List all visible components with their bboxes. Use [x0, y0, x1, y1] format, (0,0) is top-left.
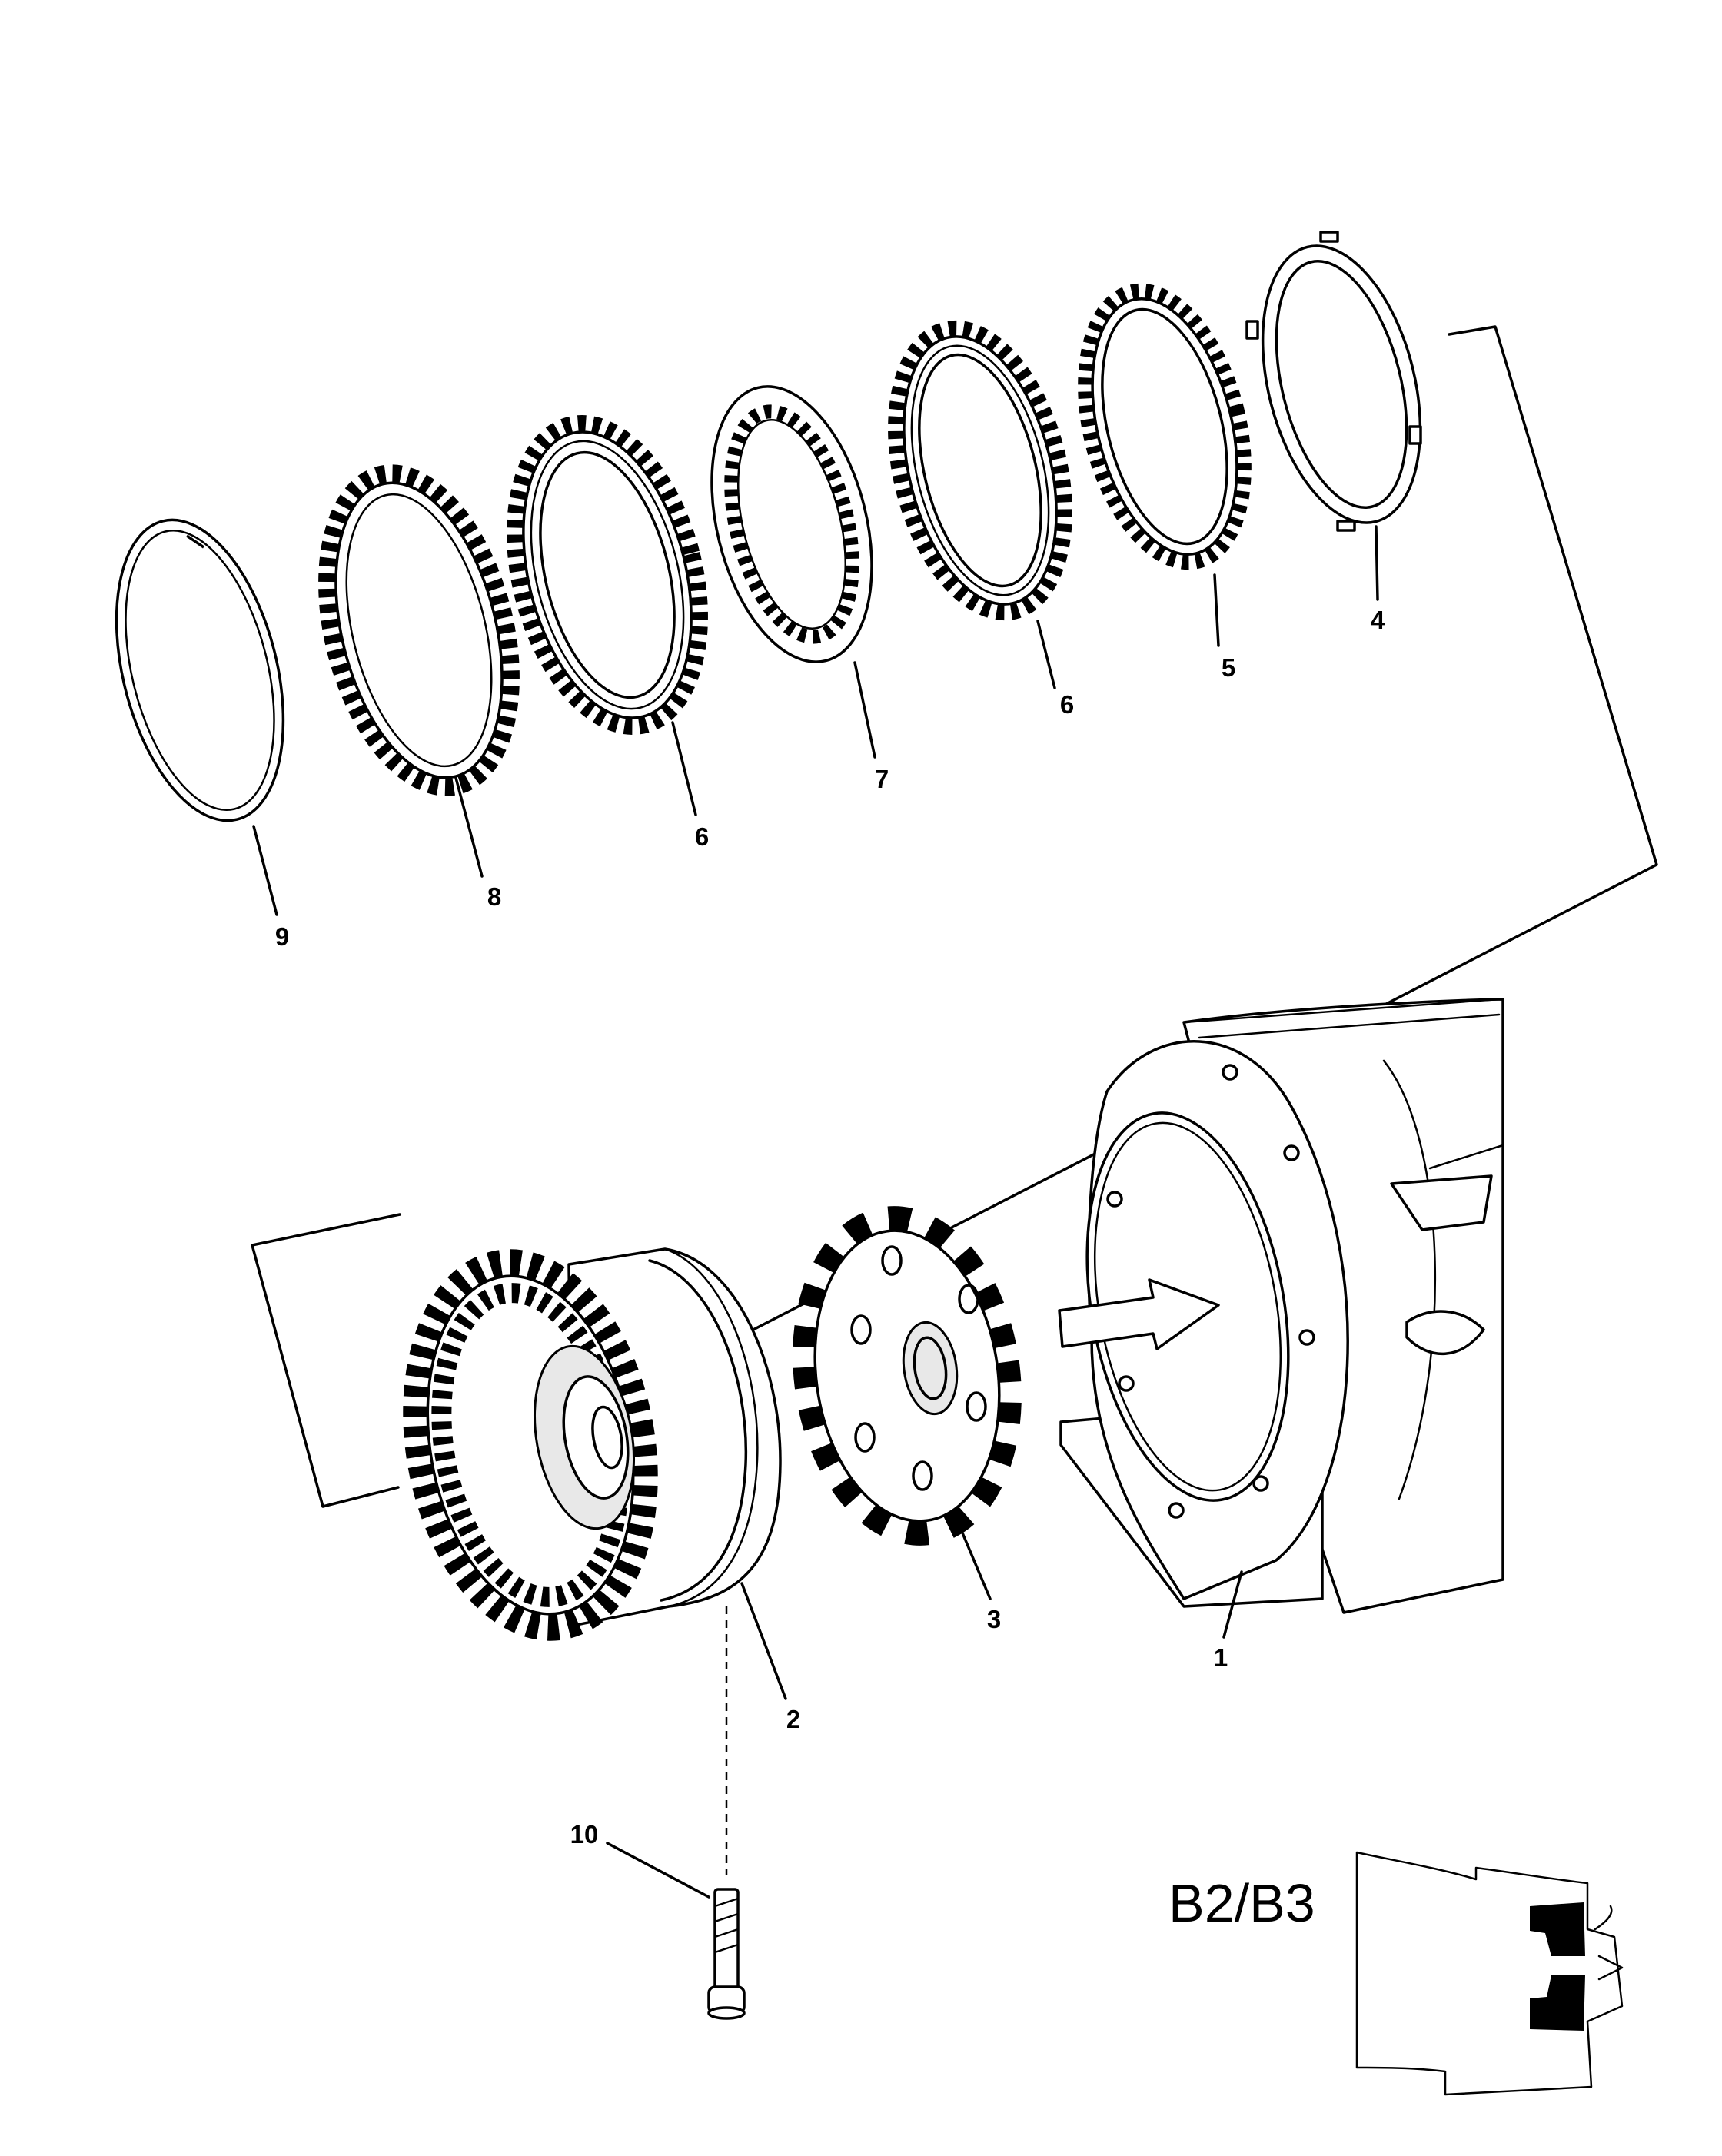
part-3-sprocket-hub — [793, 1206, 1022, 1546]
callout-5: 5 — [1222, 653, 1235, 682]
part-10-bolt — [707, 1888, 746, 2020]
section-label: B2/B3 — [1168, 1873, 1315, 1933]
callout-3: 3 — [987, 1605, 1001, 1633]
part-1-transmission-housing — [1058, 998, 1504, 1614]
callout-6-right: 6 — [1060, 690, 1074, 719]
callout-2: 2 — [786, 1705, 800, 1733]
part-2-clutch-drum — [403, 1247, 782, 1641]
assembly-frame-lower — [251, 1213, 401, 1508]
callout-1: 1 — [1214, 1643, 1228, 1672]
callout-6-left: 6 — [695, 822, 709, 851]
part-6-friction-plate-right — [888, 320, 1072, 621]
callout-4: 4 — [1371, 606, 1385, 634]
section-locator-icon — [1355, 1851, 1624, 2096]
part-7-inner-tooth-plate — [710, 385, 873, 663]
callout-8: 8 — [487, 882, 501, 911]
callout-leaders — [252, 525, 1379, 1899]
callout-7: 7 — [875, 765, 889, 793]
callout-10: 10 — [570, 1820, 599, 1849]
part-4-pressure-plate — [1245, 231, 1422, 532]
callout-9: 9 — [275, 922, 289, 951]
part-8-steel-plate — [318, 464, 520, 796]
assembly-frame — [483, 325, 1658, 1470]
part-9-snap-ring — [115, 518, 285, 822]
part-6-friction-plate-left — [507, 415, 708, 735]
part-5-steel-plate — [1078, 283, 1252, 570]
